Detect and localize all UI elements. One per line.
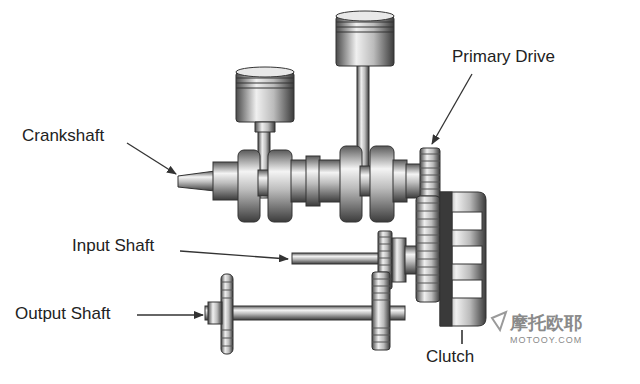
part-label: Primary Drive xyxy=(452,47,555,67)
part-label: Input Shaft xyxy=(72,236,154,256)
part-label: Crankshaft xyxy=(22,126,104,146)
part-label: Clutch xyxy=(426,347,474,367)
watermark-logo xyxy=(492,312,506,330)
watermark: 摩托欧耶 xyxy=(510,313,582,334)
piston xyxy=(236,67,294,132)
leader-arrow xyxy=(137,314,203,315)
clutch-basket xyxy=(440,192,486,326)
piston xyxy=(336,11,394,66)
leader-arrow xyxy=(127,143,176,174)
watermark: MOTOOY.COM xyxy=(510,335,582,345)
crankshaft xyxy=(178,146,422,222)
sprocket xyxy=(208,274,233,354)
leader-line xyxy=(461,330,463,344)
leader-arrow xyxy=(180,251,288,259)
leader-arrow xyxy=(432,74,472,144)
part-label: Output Shaft xyxy=(15,304,110,324)
